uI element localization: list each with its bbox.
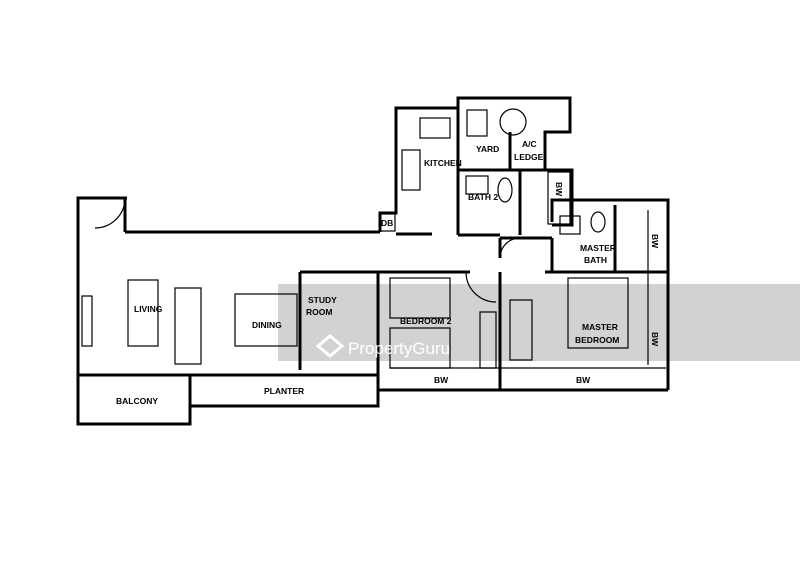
label-planter: PLANTER [264, 386, 304, 396]
label-study-1: STUDY [308, 295, 337, 305]
label-bath-2: BATH 2 [468, 192, 498, 202]
label-bedroom-2: BEDROOM 2 [400, 316, 452, 326]
label-dining: DINING [252, 320, 282, 330]
watermark-band [278, 284, 800, 361]
watermark-logo-icon [315, 334, 345, 358]
label-ac-1: A/C [522, 139, 537, 149]
label-ac-2: LEDGE [514, 152, 544, 162]
label-bw-3: BW [554, 182, 564, 197]
label-bw-2: BW [576, 375, 591, 385]
label-master-bed-1: MASTER [582, 322, 618, 332]
watermark-text: PropertyGuru [348, 339, 450, 358]
label-living: LIVING [134, 304, 163, 314]
label-bw-4: BW [650, 234, 660, 249]
label-master-bed-2: BEDROOM [575, 335, 619, 345]
label-master-bath-1: MASTER [580, 243, 616, 253]
label-bw-1: BW [434, 375, 449, 385]
furniture [81, 108, 629, 369]
label-study-2: ROOM [306, 307, 332, 317]
label-db: DB [381, 218, 393, 228]
room-labels: LIVING DINING STUDY ROOM BEDROOM 2 KITCH… [116, 139, 660, 406]
watermark: PropertyGuru [315, 334, 450, 358]
label-master-bath-2: BATH [584, 255, 607, 265]
label-bw-5: BW [650, 332, 660, 347]
label-kitchen: KITCHEN [424, 158, 462, 168]
label-balcony: BALCONY [116, 396, 158, 406]
label-yard: YARD [476, 144, 499, 154]
